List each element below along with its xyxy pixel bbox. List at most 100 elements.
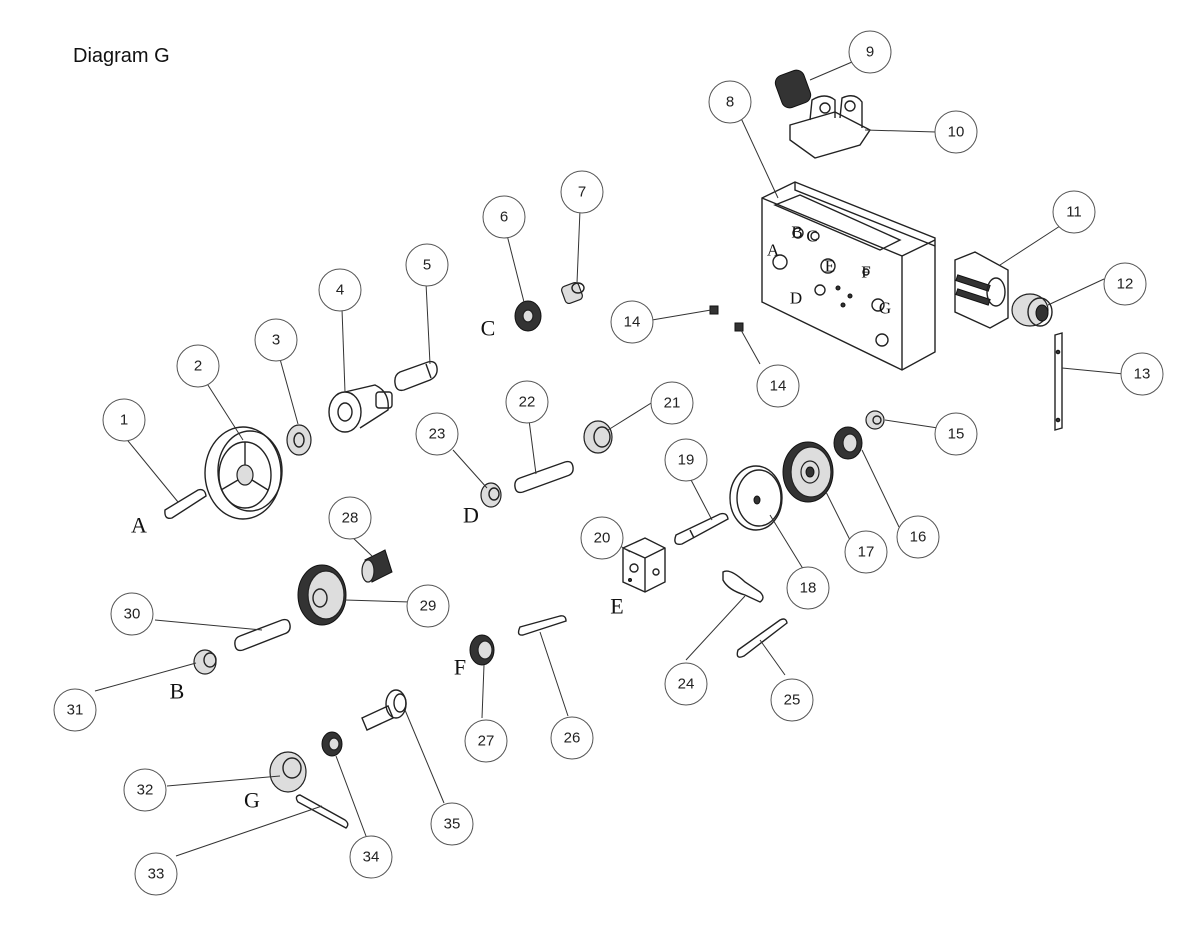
balloon-5: 5 — [405, 243, 449, 287]
balloon-circle — [664, 662, 708, 706]
assembly-letter-C: C — [481, 316, 496, 341]
balloon-number: 18 — [800, 580, 817, 597]
balloon-30: 30 — [110, 592, 154, 636]
part-11-clamp — [954, 251, 1009, 329]
balloon-number: 11 — [1066, 204, 1082, 221]
balloon-circle — [254, 318, 298, 362]
housing-letter-B: B — [791, 223, 802, 242]
balloon-circle — [134, 852, 178, 896]
balloon-number: 12 — [1117, 276, 1134, 293]
balloon-15: 15 — [934, 412, 978, 456]
part-15-nut — [865, 410, 885, 430]
housing-letter-E: E — [825, 257, 835, 276]
balloon-32: 32 — [123, 768, 167, 812]
part-28-gear — [361, 549, 393, 583]
balloon-circle — [550, 716, 594, 760]
part-8-housing — [761, 181, 936, 371]
balloon-number: 2 — [194, 358, 202, 375]
balloon-circle — [896, 515, 940, 559]
balloon-number: 21 — [664, 395, 681, 412]
balloon-number: 23 — [429, 426, 446, 443]
part-22-shaft — [514, 460, 574, 494]
balloon-circle — [610, 300, 654, 344]
balloon-circle — [430, 802, 474, 846]
balloon-circle — [1103, 262, 1147, 306]
balloon-number: 26 — [564, 730, 581, 747]
balloon-number: 13 — [1134, 366, 1151, 383]
balloon-16: 16 — [896, 515, 940, 559]
balloon-10: 10 — [934, 110, 978, 154]
balloon-circle — [53, 688, 97, 732]
balloon-circle — [415, 412, 459, 456]
balloon-number: 5 — [423, 257, 431, 274]
balloon-number: 3 — [272, 332, 280, 349]
assembly-letter-F: F — [454, 655, 466, 680]
balloon-circle — [123, 768, 167, 812]
balloon-number: 1 — [120, 412, 128, 429]
balloon-circle — [844, 530, 888, 574]
balloon-33: 33 — [134, 852, 178, 896]
balloon-number: 8 — [726, 94, 734, 111]
balloon-number: 30 — [124, 606, 141, 623]
balloon-circle — [934, 412, 978, 456]
balloon-number: 14 — [624, 314, 641, 331]
part-27-gear — [469, 634, 495, 666]
balloon-circle — [406, 584, 450, 628]
balloon-number: 19 — [678, 452, 695, 469]
balloon-number: 31 — [67, 702, 84, 719]
part-2-handwheel — [204, 426, 283, 520]
diagram-title: Diagram G — [73, 45, 170, 67]
balloon-number: 10 — [948, 124, 965, 141]
part-18-gear — [729, 465, 783, 531]
balloon-number: 28 — [342, 510, 359, 527]
balloon-17: 17 — [844, 530, 888, 574]
balloon-28: 28 — [328, 496, 372, 540]
balloon-circle — [848, 30, 892, 74]
part-7-fitting — [560, 281, 585, 305]
balloon-number: 14 — [770, 378, 787, 395]
balloon-21: 21 — [650, 381, 694, 425]
housing-letter-F: F — [861, 263, 870, 282]
balloon-number: 6 — [500, 209, 508, 226]
part-13-bar — [1054, 332, 1063, 431]
balloon-circle — [110, 592, 154, 636]
balloon-35: 35 — [430, 802, 474, 846]
part-12-nut — [1011, 293, 1053, 327]
part-5-shaft — [394, 360, 438, 392]
balloon-circle — [580, 516, 624, 560]
part-29-gear — [297, 564, 347, 626]
assembly-letter-E: E — [610, 594, 623, 619]
balloon-number: 34 — [363, 849, 380, 866]
balloon-3: 3 — [254, 318, 298, 362]
balloon-1: 1 — [102, 398, 146, 442]
balloon-24: 24 — [664, 662, 708, 706]
balloon-number: 29 — [420, 598, 437, 615]
balloon-circle — [328, 496, 372, 540]
part-25-shaft — [736, 618, 788, 658]
balloon-circle — [349, 835, 393, 879]
assembly-letter-A: A — [131, 513, 147, 538]
balloon-circle — [934, 110, 978, 154]
balloon-7: 7 — [560, 170, 604, 214]
balloon-31: 31 — [53, 688, 97, 732]
leader-lines — [94, 61, 1125, 857]
balloon-11: 11 — [1052, 190, 1096, 234]
part-32-knob — [269, 751, 307, 793]
balloon-number: 7 — [578, 184, 586, 201]
housing-letter-D: D — [790, 289, 802, 308]
balloon-number: 27 — [478, 733, 495, 750]
part-30-shaft — [234, 618, 291, 652]
part-21-gear — [583, 420, 613, 454]
balloon-number: 35 — [444, 816, 461, 833]
balloon-13: 13 — [1120, 352, 1164, 396]
part-20-block — [622, 537, 666, 593]
balloon-34: 34 — [349, 835, 393, 879]
balloon-number: 25 — [784, 692, 801, 709]
balloon-circle — [482, 195, 526, 239]
part-31-bushing — [193, 649, 217, 675]
balloon-19: 19 — [664, 438, 708, 482]
balloon-circle — [1052, 190, 1096, 234]
part-9-gear — [774, 69, 812, 109]
part-35-bolt — [361, 689, 407, 731]
